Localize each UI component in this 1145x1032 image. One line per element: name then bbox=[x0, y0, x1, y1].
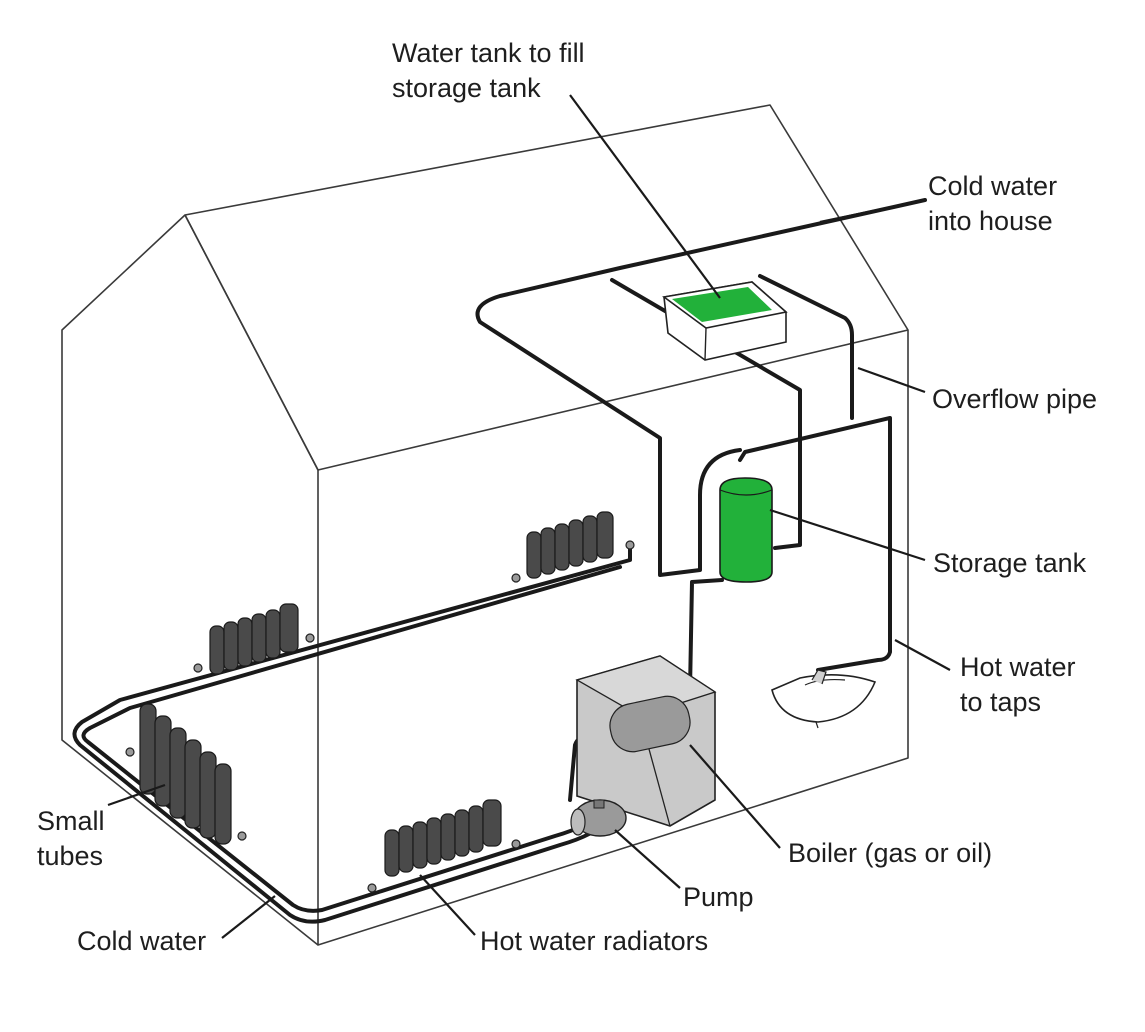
label-overflow-pipe: Overflow pipe bbox=[932, 384, 1097, 414]
radiator-left-side bbox=[125, 703, 247, 845]
pump bbox=[570, 799, 627, 837]
leader-lines bbox=[107, 94, 951, 939]
label-water-tank-line2: storage tank bbox=[392, 73, 541, 103]
radiator-front bbox=[367, 799, 521, 893]
label-boiler: Boiler (gas or oil) bbox=[788, 838, 992, 868]
label-cold-water: Cold water bbox=[77, 926, 206, 956]
sink bbox=[771, 669, 877, 729]
label-cold-water-in-line1: Cold water bbox=[928, 171, 1057, 201]
radiator-back-right bbox=[511, 511, 635, 583]
label-small-tubes-line1: Small bbox=[37, 806, 105, 836]
diagram-labels: Water tank to fill storage tank Cold wat… bbox=[37, 38, 1097, 956]
house-outline bbox=[61, 104, 909, 946]
boiler bbox=[575, 655, 717, 827]
label-storage-tank: Storage tank bbox=[933, 548, 1087, 578]
header-tank-water bbox=[672, 287, 772, 322]
radiator-back-left bbox=[193, 603, 315, 675]
label-hot-water-radiators: Hot water radiators bbox=[480, 926, 708, 956]
storage-tank-cylinder bbox=[719, 477, 773, 583]
label-cold-water-in-line2: into house bbox=[928, 206, 1053, 236]
label-water-tank-line1: Water tank to fill bbox=[392, 38, 585, 68]
label-hot-water-taps-line2: to taps bbox=[960, 687, 1041, 717]
label-pump: Pump bbox=[683, 882, 754, 912]
label-small-tubes-line2: tubes bbox=[37, 841, 103, 871]
label-hot-water-taps-line1: Hot water bbox=[960, 652, 1076, 682]
header-tank bbox=[662, 281, 788, 361]
